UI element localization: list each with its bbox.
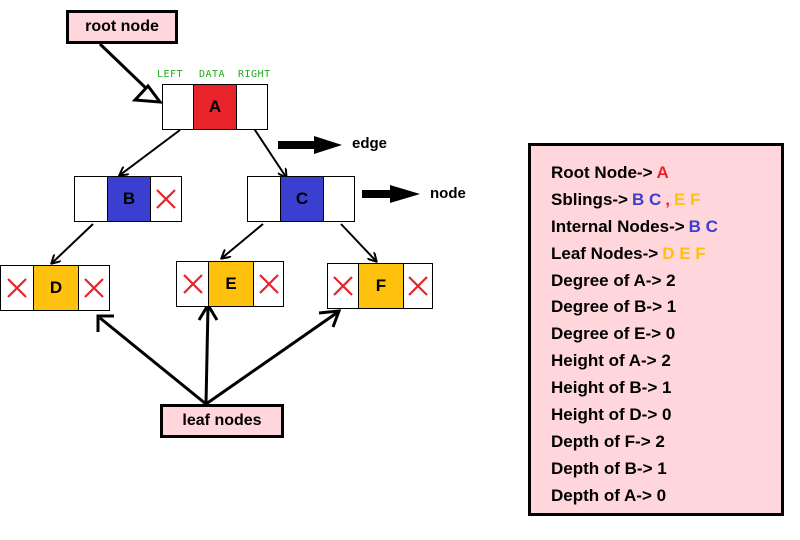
tree-node-b: B — [74, 176, 182, 222]
info-height-d: Height of D-> 0 — [551, 405, 672, 425]
node-label: node — [430, 185, 466, 202]
info-internal-nodes-value: B C — [688, 216, 718, 236]
node-e-right-null — [254, 262, 283, 306]
info-height-b: Height of B-> 1 — [551, 378, 672, 398]
node-e-left-null — [177, 262, 208, 306]
root-pointer-arrow — [98, 42, 164, 104]
right-field-label: RIGHT — [238, 69, 271, 80]
info-siblings: Sblings->B C,E F — [551, 187, 781, 214]
edge-b-d — [52, 223, 94, 263]
edge-a-c — [250, 123, 286, 177]
null-x-icon — [182, 274, 203, 294]
info-depth-b: Depth of B-> 1 — [551, 458, 667, 478]
null-x-icon — [258, 274, 279, 294]
null-x-icon — [333, 276, 353, 296]
edge-callout-arrow — [278, 136, 342, 154]
tree-terminology-panel: Root Node->A Sblings->B C,E F Internal N… — [528, 143, 784, 516]
node-a-left-pointer — [163, 85, 193, 129]
tree-node-d: D — [0, 265, 110, 311]
node-f-right-null — [404, 264, 432, 308]
node-d-data: D — [33, 266, 79, 310]
info-leaf-nodes-value: D E F — [662, 243, 706, 263]
leaf-nodes-label-box: leaf nodes — [160, 404, 284, 438]
info-root-node: Root Node->A — [551, 160, 781, 187]
null-x-icon — [408, 276, 428, 296]
info-siblings-blue: B C — [631, 189, 662, 209]
edge-c-e — [222, 223, 264, 258]
tree-node-a: A — [162, 84, 268, 130]
info-degree-e: Degree of E-> 0 — [551, 324, 676, 344]
node-callout-arrow — [362, 185, 420, 203]
edge-a-b — [120, 129, 181, 175]
info-root-node-value: A — [656, 163, 669, 182]
node-f-left-null — [328, 264, 358, 308]
info-root-node-label: Root Node-> — [551, 163, 653, 182]
null-x-icon — [84, 278, 104, 298]
tree-node-f: F — [327, 263, 433, 309]
tree-node-c: C — [247, 176, 355, 222]
node-f-data: F — [358, 264, 404, 308]
node-a-right-pointer — [237, 85, 267, 129]
node-b-left-pointer — [75, 177, 107, 221]
null-x-icon — [156, 189, 176, 209]
info-internal-nodes-label: Internal Nodes-> — [551, 216, 685, 236]
node-b-right-null — [151, 177, 181, 221]
data-field-label: DATA — [199, 69, 226, 80]
info-degree-b: Degree of B-> 1 — [551, 297, 677, 317]
info-siblings-label: Sblings-> — [551, 189, 628, 209]
node-c-data: C — [280, 177, 324, 221]
left-field-label: LEFT — [157, 69, 184, 80]
info-degree-a: Degree of A-> 2 — [551, 270, 676, 290]
edge-label: edge — [352, 135, 388, 152]
root-node-label: root node — [85, 18, 159, 35]
info-siblings-sep: , — [665, 189, 670, 209]
info-internal-nodes: Internal Nodes->B C — [551, 214, 781, 241]
root-node-label-box: root node — [66, 10, 178, 44]
leaf-pointer-arrows — [96, 302, 342, 406]
node-c-right-pointer — [324, 177, 354, 221]
edge-c-f — [340, 223, 376, 261]
node-b-data: B — [107, 177, 151, 221]
info-depth-a: Depth of A-> 0 — [551, 485, 667, 505]
node-d-left-null — [1, 266, 33, 310]
tree-node-e: E — [176, 261, 284, 307]
info-leaf-nodes-label: Leaf Nodes-> — [551, 243, 659, 263]
node-a-data: A — [193, 85, 237, 129]
leaf-nodes-label: leaf nodes — [182, 412, 262, 429]
node-e-data: E — [208, 262, 254, 306]
null-x-icon — [7, 278, 27, 298]
info-leaf-nodes: Leaf Nodes->D E F — [551, 241, 781, 268]
node-d-right-null — [79, 266, 109, 310]
info-siblings-yellow: E F — [674, 189, 701, 209]
node-c-left-pointer — [248, 177, 280, 221]
info-height-a: Height of A-> 2 — [551, 351, 671, 371]
info-depth-f: Depth of F-> 2 — [551, 431, 665, 451]
